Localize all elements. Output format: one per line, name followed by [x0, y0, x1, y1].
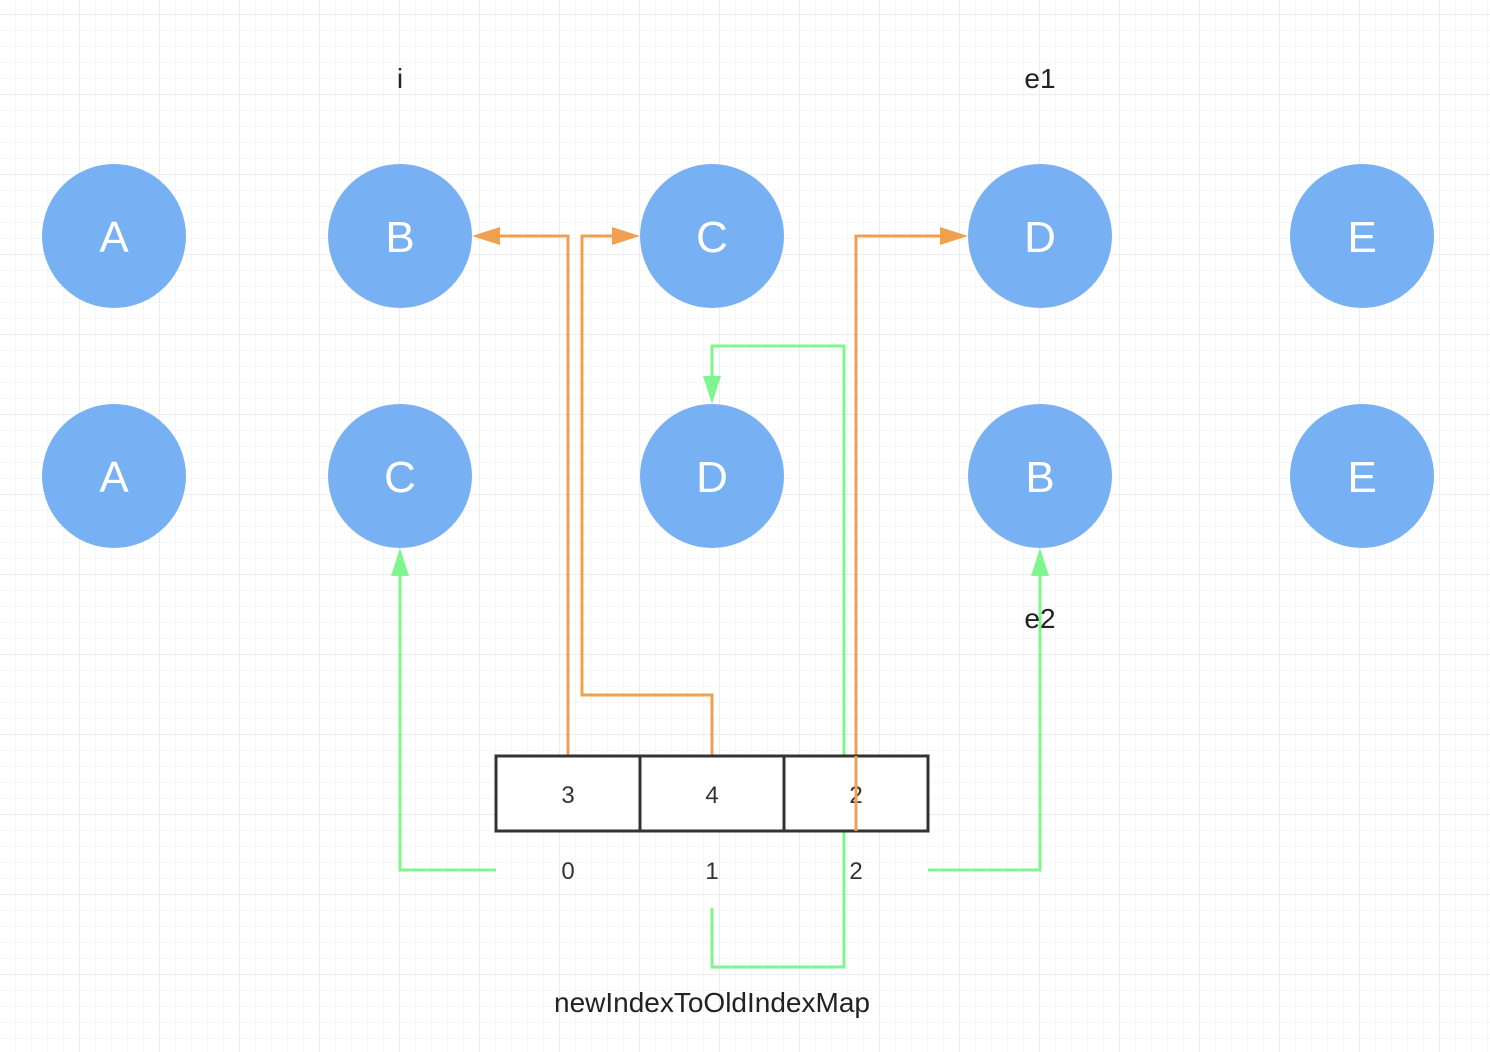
new-node-3: B: [968, 404, 1112, 548]
arrow-value-3-to-old-b: [486, 234, 570, 755]
map-index-0: 0: [561, 858, 574, 885]
arrow-index-0-head: [391, 548, 409, 576]
pointer-e1-label: e1: [1024, 63, 1055, 94]
old-node-0-label: A: [99, 213, 129, 262]
new-node-2-label: D: [696, 453, 728, 502]
map-label: newIndexToOldIndexMap: [554, 987, 870, 1018]
arrow-value-3-head: [472, 227, 500, 245]
arrow-index-2-to-new-b: [928, 562, 1042, 872]
arrow-value-4-head: [612, 227, 640, 245]
arrow-index-1-to-new-d: [710, 344, 846, 969]
new-node-2: D: [640, 404, 784, 548]
new-node-0: A: [42, 404, 186, 548]
pointer-i-label: i: [397, 63, 403, 94]
arrow-value-2-to-old-d: [854, 234, 954, 755]
map-value-0: 3: [561, 782, 574, 809]
old-node-3: D: [968, 164, 1112, 308]
map-index-1: 1: [705, 858, 718, 885]
map-value-1: 4: [705, 782, 718, 809]
arrow-value-4-to-old-c: [580, 234, 714, 755]
map-index-2: 2: [849, 858, 862, 885]
old-node-2-label: C: [696, 213, 728, 262]
new-node-1: C: [328, 404, 472, 548]
new-node-4: E: [1290, 404, 1434, 548]
map-cell-0: 3: [494, 754, 642, 833]
new-node-4-label: E: [1347, 453, 1376, 502]
old-node-3-label: D: [1024, 213, 1056, 262]
new-node-1-label: C: [384, 453, 416, 502]
map-cell-1: 4: [638, 754, 786, 833]
new-node-3-label: B: [1025, 453, 1054, 502]
pointer-e2-label: e2: [1024, 603, 1055, 634]
old-node-1-label: B: [385, 213, 414, 262]
old-node-4-label: E: [1347, 213, 1376, 262]
old-node-0: A: [42, 164, 186, 308]
arrow-value-2-head: [940, 227, 968, 245]
new-node-0-label: A: [99, 453, 129, 502]
old-node-4: E: [1290, 164, 1434, 308]
old-node-1: B: [328, 164, 472, 308]
arrow-index-2-head: [1031, 548, 1049, 576]
old-node-2: C: [640, 164, 784, 308]
arrow-index-0-to-new-c: [398, 562, 496, 872]
arrow-index-1-head: [703, 376, 721, 404]
